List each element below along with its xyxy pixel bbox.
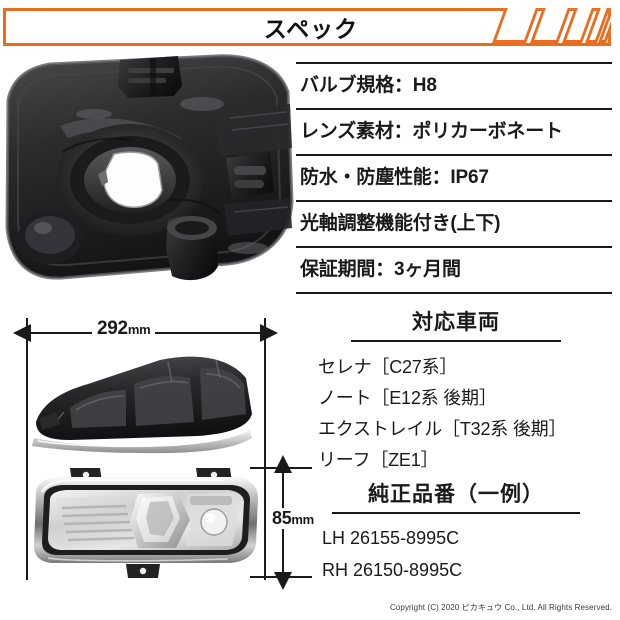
fog-lamp-rear-housing-photo	[2, 52, 294, 294]
copyright-footer: Copyright (C) 2020 ピカキュウ Co., Ltd. All R…	[389, 603, 612, 612]
vehicle-list: セレナ［C27系］ ノート［E12系 後期］ エクストレイル［T32系 後期］ …	[300, 352, 612, 476]
width-value: 292	[97, 318, 128, 339]
oem-part-number-section: 純正品番（一例） LH 26155-8995C RH 26150-8995C	[300, 478, 612, 586]
spec-row-axis-adjust: 光軸調整機能付き(上下)	[296, 200, 612, 246]
width-dimension-label: 292mm	[92, 318, 156, 340]
list-item: LH 26155-8995C	[322, 528, 460, 548]
spec-row-ip-rating: 防水・防塵性能：IP67	[296, 154, 612, 200]
spec-row-warranty: 保証期間：3ヶ月間	[296, 246, 612, 294]
height-dimension-label: 85mm	[272, 508, 314, 529]
page-title: スペック	[263, 16, 359, 42]
oem-list: LH 26155-8995C RH 26150-8995C	[300, 522, 612, 586]
oem-heading: 純正品番（一例）	[332, 478, 580, 514]
list-item: ノート［E12系 後期］	[318, 388, 497, 408]
width-unit: mm	[127, 322, 151, 337]
compatible-vehicles-section: 対応車両 セレナ［C27系］ ノート［E12系 後期］ エクストレイル［T32系…	[300, 306, 612, 476]
header-stripe-decoration	[491, 8, 611, 46]
dimension-diagram: 292mm 85mm	[0, 300, 314, 600]
list-item: セレナ［C27系］	[318, 357, 458, 377]
fog-lamp-front-lens-photo	[18, 468, 266, 578]
extension-line-left	[26, 318, 28, 580]
header-banner: スペック	[3, 8, 611, 46]
extension-line-right	[264, 318, 266, 580]
spec-table: バルブ規格：H8 レンズ素材：ポリカーボネート 防水・防塵性能：IP67 光軸調…	[296, 62, 612, 294]
height-unit: mm	[291, 512, 314, 527]
vehicles-heading: 対応車両	[351, 306, 561, 342]
fog-lamp-side-profile-photo	[30, 352, 258, 454]
list-item: RH 26150-8995C	[322, 560, 463, 580]
height-value: 85	[272, 508, 292, 528]
list-item: リーフ［ZE1］	[318, 450, 439, 470]
spec-row-bulb: バルブ規格：H8	[296, 62, 612, 108]
list-item: エクストレイル［T32系 後期］	[318, 419, 567, 439]
spec-row-lens-material: レンズ素材：ポリカーボネート	[296, 108, 612, 154]
